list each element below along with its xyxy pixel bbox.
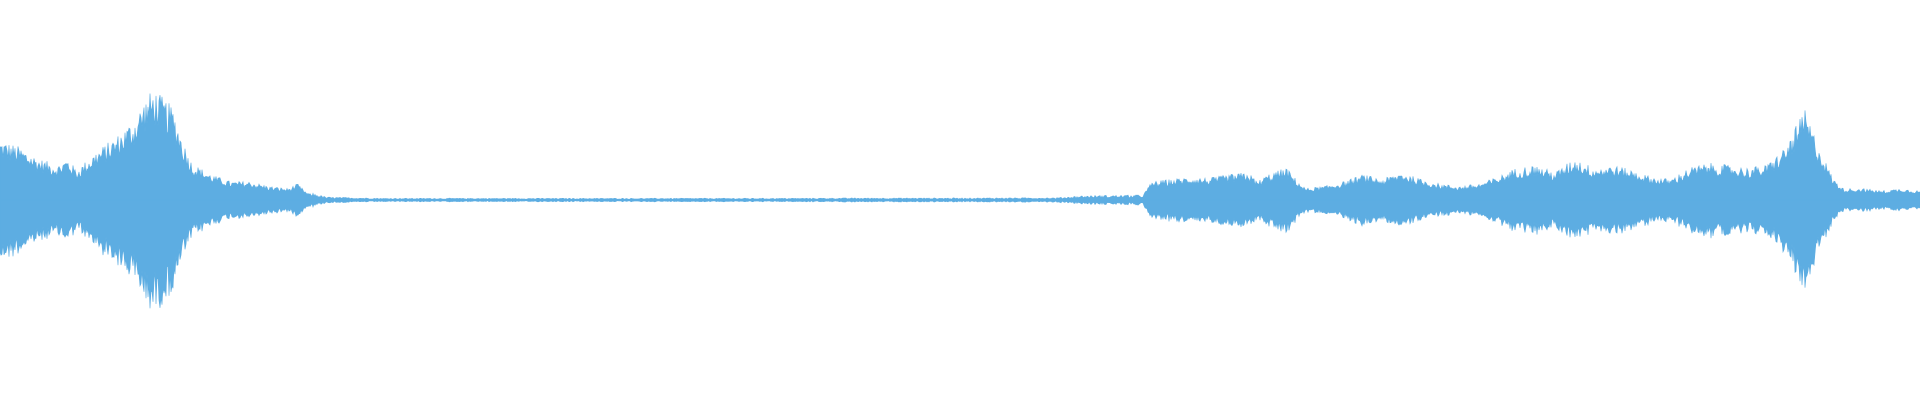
- waveform-shape: [0, 93, 1920, 309]
